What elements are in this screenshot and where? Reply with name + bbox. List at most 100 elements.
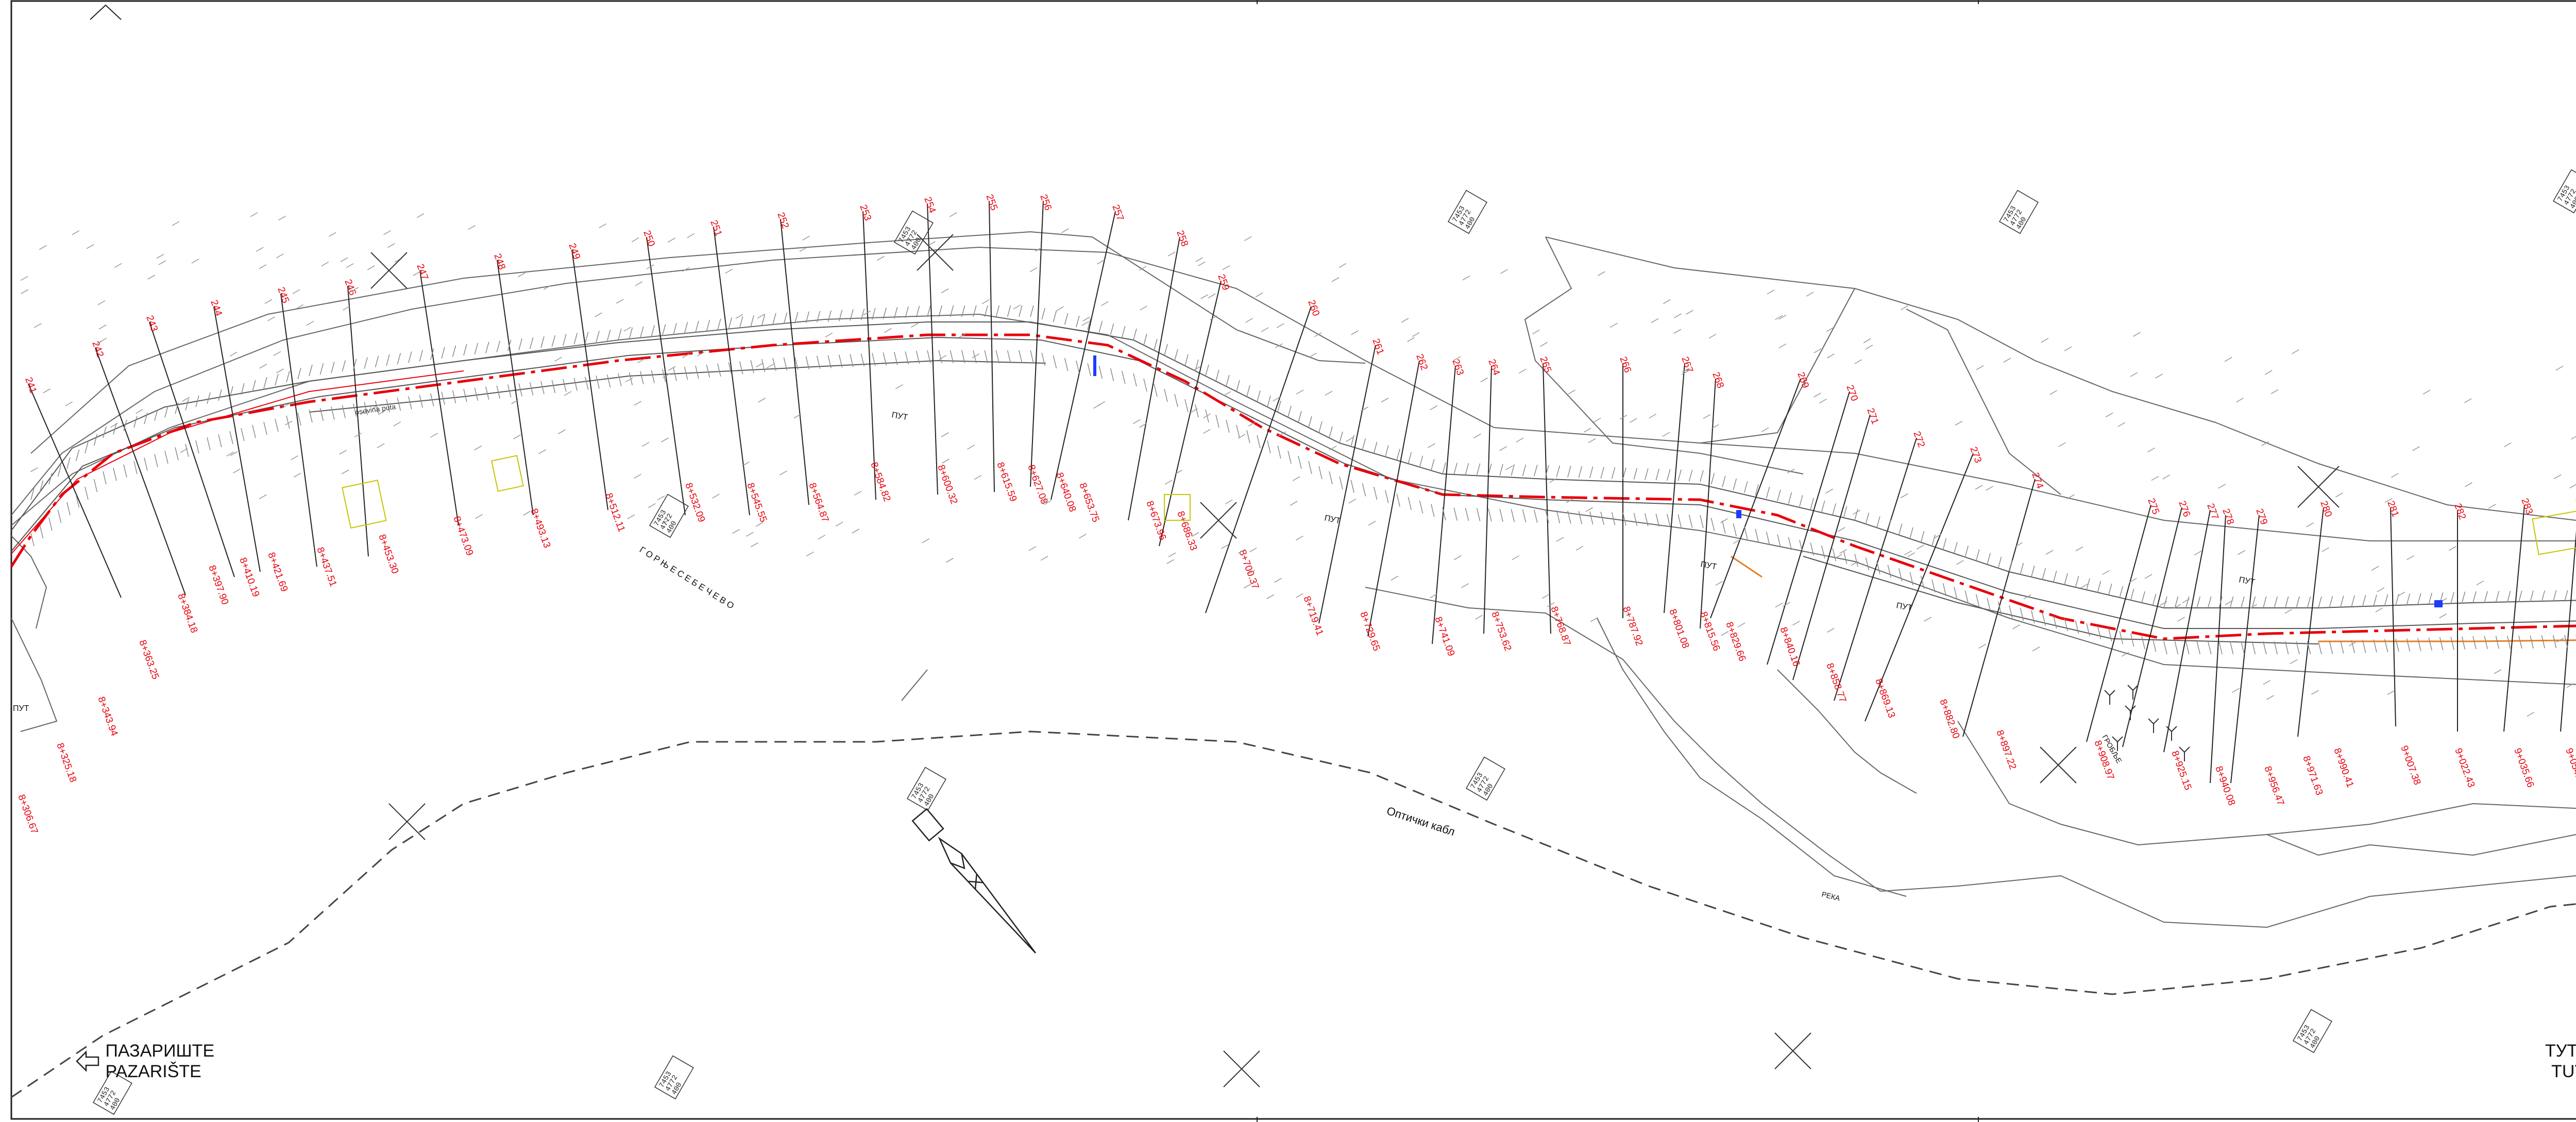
elevation-mark — [39, 245, 47, 250]
elevation-mark — [1986, 486, 1993, 491]
hatch-tick — [48, 517, 53, 531]
elevation-mark — [967, 445, 975, 450]
hatch-tick — [1788, 492, 1792, 504]
elevation-mark — [2465, 482, 2472, 487]
elevation-mark — [1826, 327, 1834, 332]
elevation-mark — [1685, 310, 1693, 315]
elevation-mark — [732, 529, 740, 534]
terrain-boundaries — [11, 231, 2576, 928]
hatch-tick — [1488, 508, 1492, 522]
elevation-mark — [2015, 542, 2023, 548]
crosshair-icon — [2040, 746, 2077, 784]
cross-section-line — [2163, 509, 2211, 753]
station-label: 8+564.87 — [806, 482, 831, 524]
elevation-mark — [1190, 408, 1198, 413]
elevation-mark — [1331, 277, 1340, 282]
hatch-tick — [1257, 435, 1261, 449]
direction-right-cyrillic: ТУТИН — [2545, 1041, 2576, 1061]
cross-section-line — [1205, 306, 1312, 614]
hatch-tick — [995, 305, 1000, 317]
hatch-tick — [309, 364, 313, 377]
elevation-mark — [2384, 498, 2393, 503]
hatch-tick — [1350, 435, 1354, 447]
elevation-mark — [663, 373, 670, 378]
hatch-tick — [2284, 596, 2289, 608]
elevation-mark — [306, 320, 314, 326]
hatch-tick — [2042, 613, 2046, 626]
hatch-tick — [2097, 581, 2102, 593]
elevation-mark — [2311, 690, 2319, 695]
hatch-tick — [30, 533, 35, 547]
elevation-mark — [2566, 683, 2574, 688]
elevation-mark — [1505, 465, 1513, 470]
elevation-mark — [1518, 368, 1527, 374]
cross-section-line — [1367, 360, 1420, 637]
hatch-tick — [1766, 531, 1770, 545]
hatch-tick — [441, 347, 445, 359]
hatch-tick — [2251, 596, 2256, 608]
profile-number: 248 — [492, 252, 507, 271]
hatch-tick — [2152, 593, 2157, 606]
elevation-mark — [2476, 580, 2484, 586]
station-label: 8+815.56 — [1698, 610, 1722, 653]
hatch-tick — [1087, 363, 1091, 377]
elevation-mark — [854, 490, 862, 496]
elevation-mark — [1827, 353, 1835, 359]
hatch-tick — [916, 305, 920, 318]
hatch-tick — [2495, 591, 2500, 603]
hatch-tick — [1246, 430, 1250, 444]
profile-number: 276 — [2176, 500, 2192, 519]
hatch-tick — [816, 355, 821, 369]
elevation-mark — [1512, 555, 1520, 560]
hatch-tick — [805, 356, 810, 369]
profile-number: 264 — [1486, 358, 1502, 377]
elevation-mark — [1276, 323, 1284, 328]
elevation-mark — [1427, 443, 1435, 448]
hatch-tick — [695, 320, 699, 333]
elevation-mark — [230, 451, 238, 456]
hatch-tick — [1362, 438, 1366, 450]
elevation-mark — [2105, 412, 2113, 418]
elevation-mark — [1238, 549, 1246, 554]
elevation-mark — [2571, 436, 2576, 440]
elevation-mark — [1412, 332, 1420, 337]
hatch-tick — [1236, 380, 1240, 392]
elevation-mark — [1649, 413, 1657, 419]
hatch-tick — [2053, 570, 2057, 583]
elevation-mark — [1296, 593, 1303, 598]
hatch-tick — [496, 341, 501, 352]
hatch-tick — [783, 357, 788, 371]
profile-number: 241 — [23, 376, 39, 395]
elevation-mark — [1720, 518, 1728, 523]
profile-number: 271 — [1865, 407, 1880, 426]
hatch-tick — [2174, 641, 2179, 655]
hatch-tick — [2284, 641, 2289, 655]
hatch-tick — [1567, 511, 1571, 524]
elevation-mark — [1082, 316, 1091, 321]
elevation-mark — [360, 410, 368, 415]
hatch-tick — [1975, 594, 1980, 607]
hatch-tick — [175, 447, 179, 461]
elevation-mark — [941, 288, 949, 294]
elevation-mark — [156, 253, 164, 259]
cross-section-line — [2503, 504, 2525, 732]
elevation-mark — [321, 261, 329, 267]
hatch-tick — [2274, 596, 2278, 608]
elevation-mark — [2464, 398, 2472, 403]
station-label: 8+363.25 — [137, 639, 161, 681]
hatch-tick — [728, 362, 733, 376]
hatch-tick — [352, 359, 357, 370]
elevation-mark — [657, 495, 665, 501]
elevation-mark — [712, 494, 720, 499]
hatch-tick — [2108, 628, 2112, 642]
station-label: 9+007.38 — [2398, 744, 2422, 787]
elevation-mark — [942, 458, 950, 464]
elevation-mark — [2387, 690, 2395, 695]
hatch-tick — [1600, 512, 1604, 525]
elevation-mark — [1244, 583, 1251, 589]
elevation-mark — [1674, 313, 1682, 318]
elevation-mark — [742, 461, 750, 467]
hatch-tick — [1476, 463, 1481, 475]
